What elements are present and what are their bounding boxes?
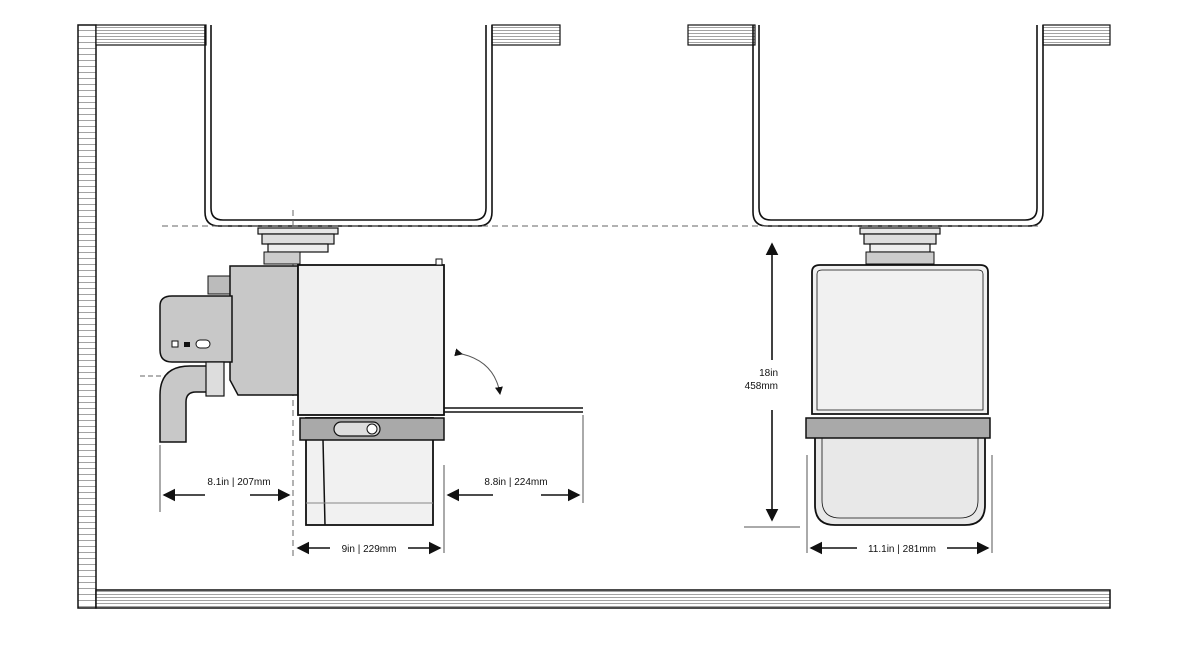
cabinet-floor xyxy=(95,589,1111,609)
dimension-lines xyxy=(159,242,993,555)
left-sink xyxy=(95,24,561,227)
bin-width-label: 11.1in | 281mm xyxy=(868,544,936,555)
left-clearance-label: 8.1in | 207mm xyxy=(207,477,270,488)
unit-width-label: 9in | 229mm xyxy=(342,544,397,555)
cabinet-wall xyxy=(77,24,97,609)
right-sink xyxy=(687,24,1111,227)
height-mm-label: 458mm xyxy=(745,381,778,392)
disposer-front-view xyxy=(805,227,991,526)
height-in-label: 18in xyxy=(759,368,778,379)
right-clearance-label: 8.8in | 224mm xyxy=(484,477,547,488)
disposer-side-view xyxy=(159,227,583,526)
